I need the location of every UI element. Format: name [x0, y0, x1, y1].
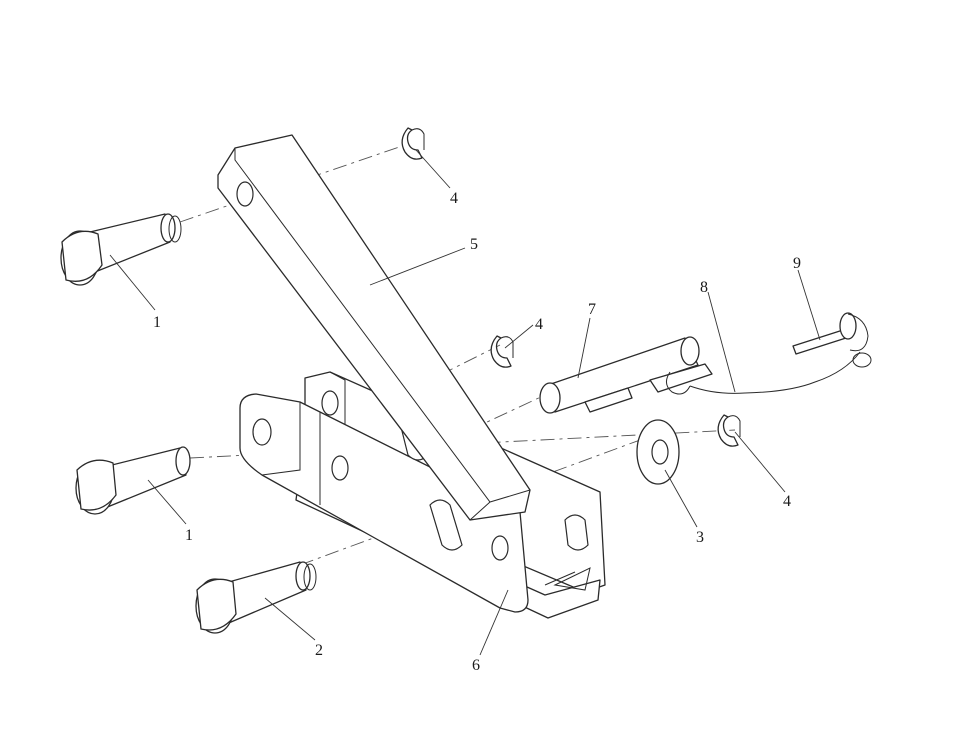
- callout-pin-short: 2: [315, 642, 323, 659]
- lynch-pin-part: [792, 312, 872, 368]
- arm-part: [217, 134, 531, 521]
- callout-circlip-top: 4: [450, 190, 458, 207]
- pin-upper-part: [60, 213, 182, 286]
- pin-lower-part: [75, 446, 191, 515]
- callout-lanyard: 8: [700, 279, 708, 296]
- callout-bracket: 6: [472, 657, 480, 674]
- callout-labels: 1 1 2 3 4 4 4 5 6 7 8 9: [153, 190, 801, 674]
- lanyard-part: [689, 351, 861, 394]
- circlip-mid-part: [490, 335, 514, 368]
- circlip-right-part: [717, 414, 741, 447]
- callout-circlip-mid: 4: [535, 316, 543, 333]
- callout-washer: 3: [696, 529, 704, 546]
- shaft-part: [539, 336, 713, 414]
- leader-lines: [109, 149, 821, 656]
- callout-pin-lower: 1: [185, 527, 193, 544]
- circlip-top-part: [401, 127, 425, 160]
- callout-shaft: 7: [588, 301, 596, 318]
- callout-circlip-right: 4: [783, 493, 791, 510]
- pin-short-part: [195, 561, 317, 634]
- callout-lynch-pin: 9: [793, 255, 801, 272]
- callout-arm: 5: [470, 236, 478, 253]
- washer-part: [636, 419, 680, 485]
- callout-pin-upper: 1: [153, 314, 161, 331]
